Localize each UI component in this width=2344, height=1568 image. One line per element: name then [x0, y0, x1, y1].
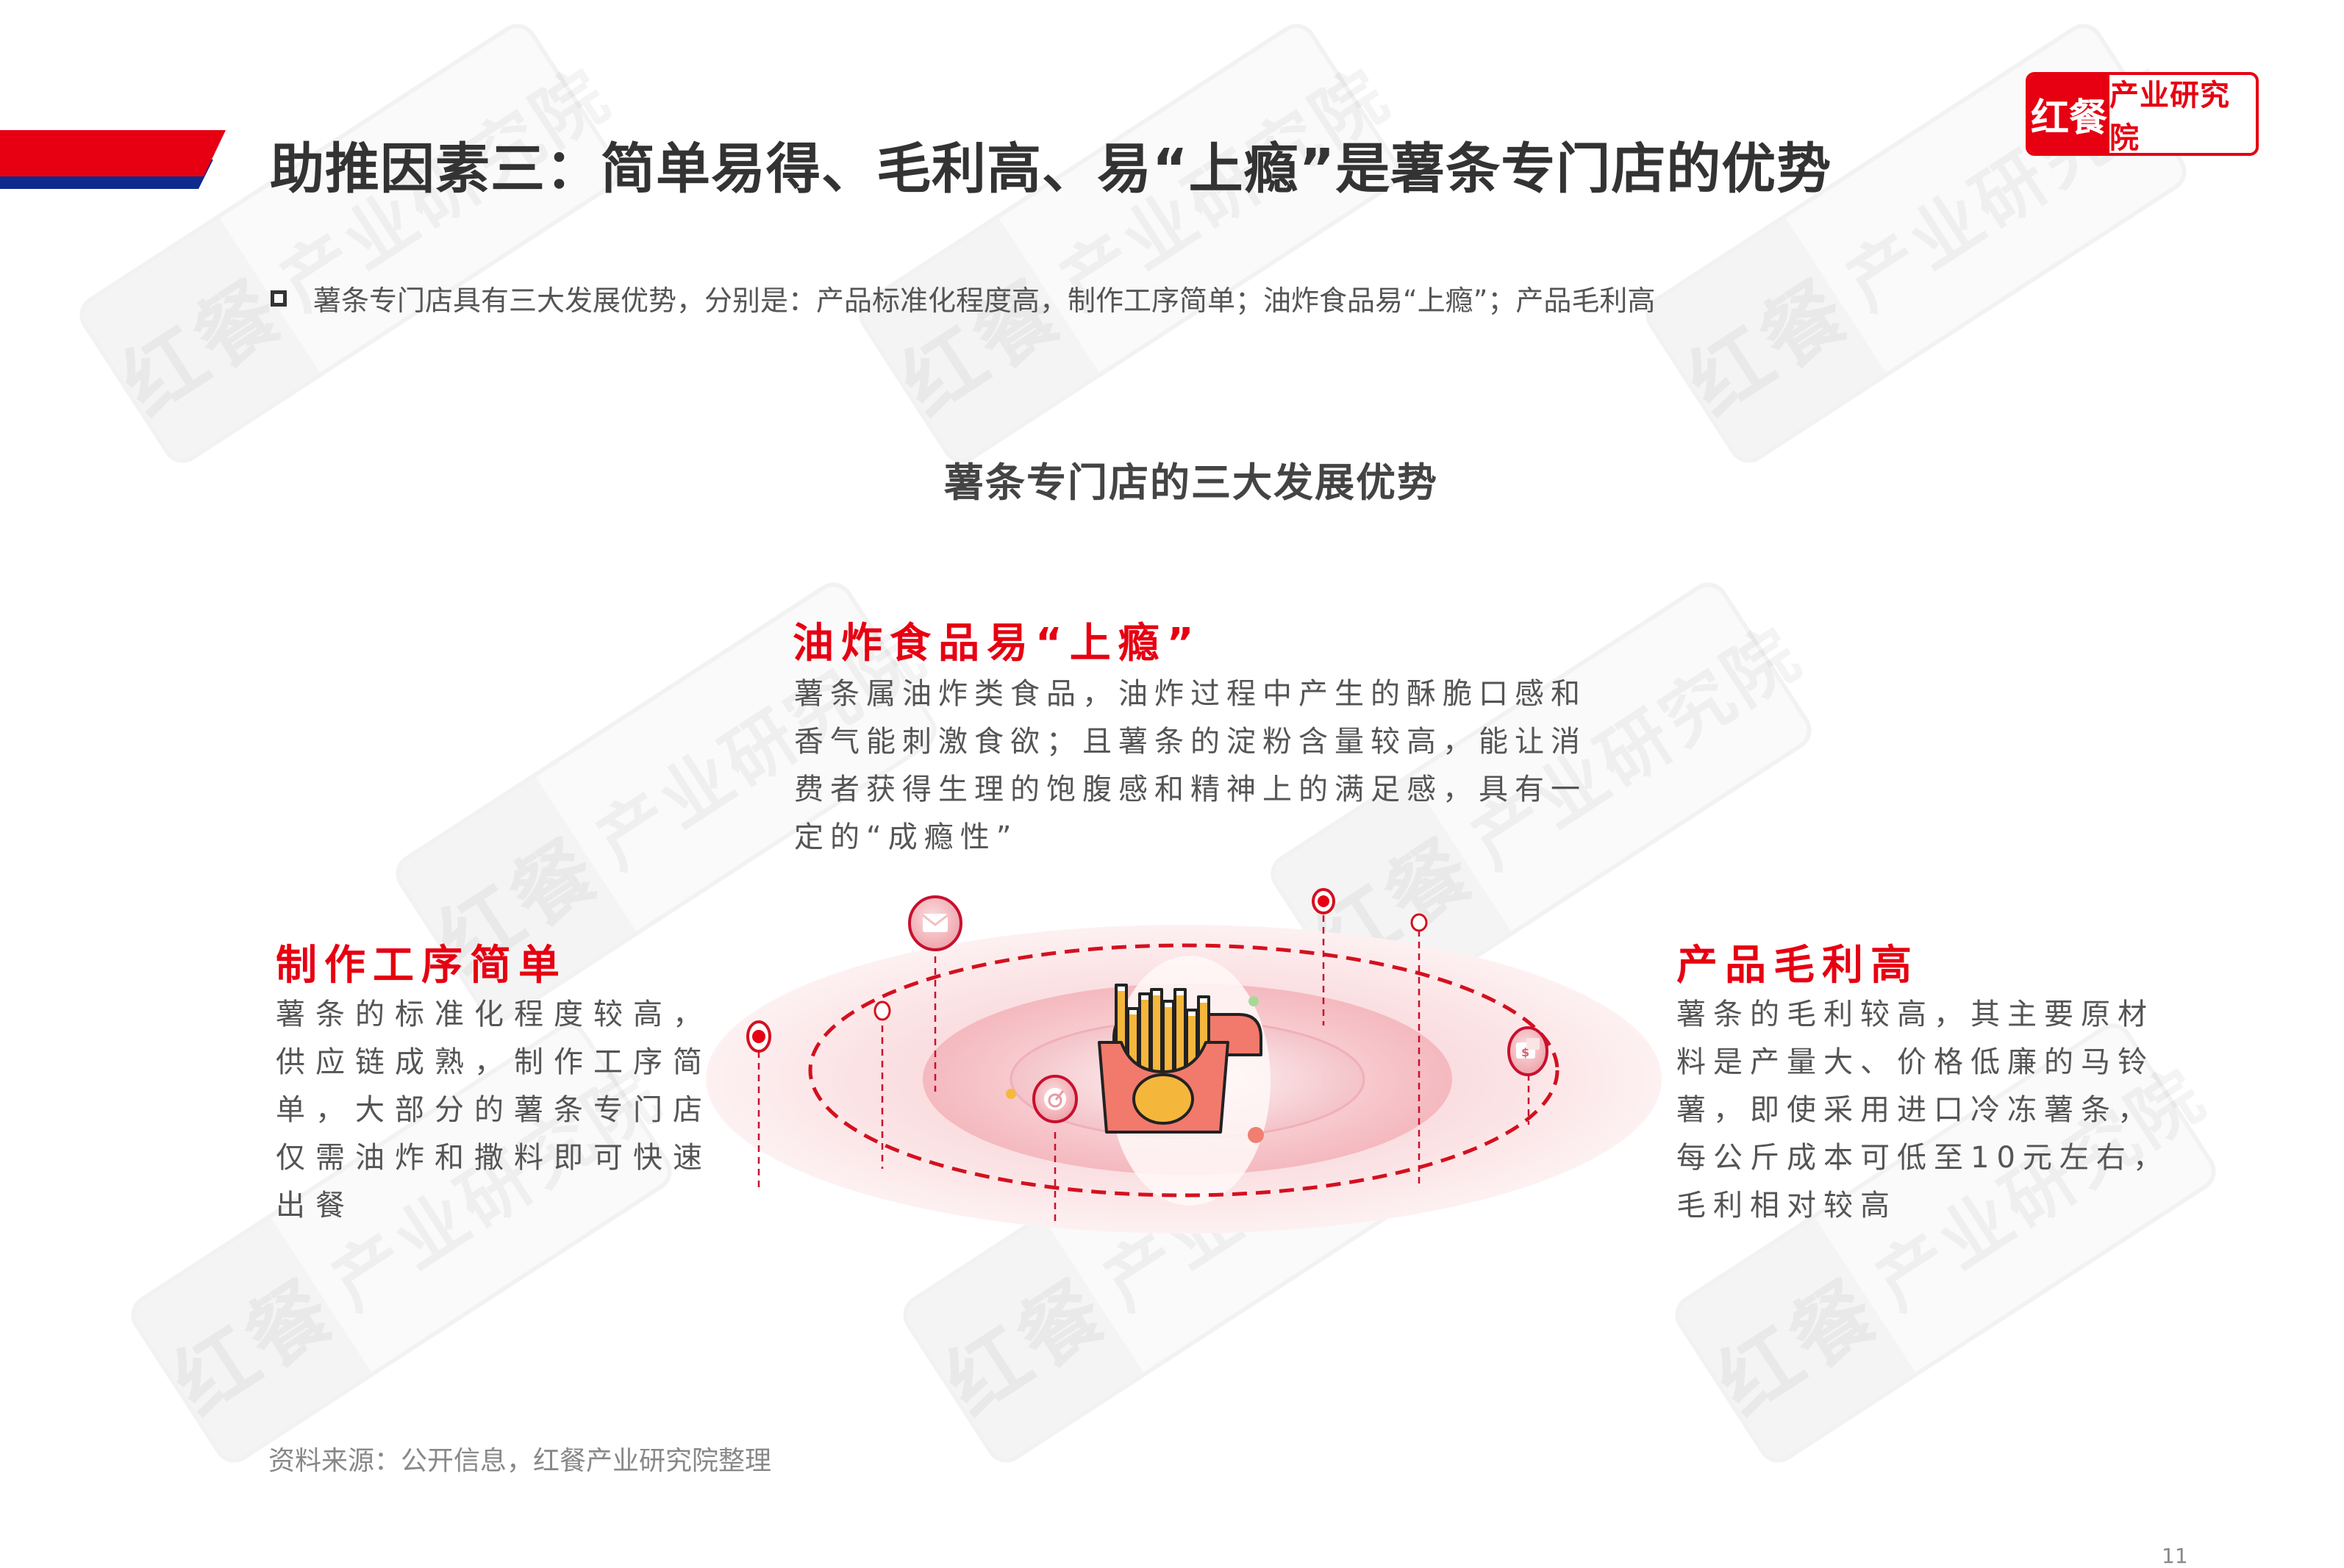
watermark-brand: 红餐 [901, 1218, 1143, 1464]
desc-line: 香气能刺激食欲；且薯条的淀粉含量较高，能让消 [794, 725, 1587, 759]
page-number: 11 [2162, 1544, 2188, 1568]
desc-line: 费者获得生理的饱腹感和精神上的满足感，具有一 [794, 773, 1587, 806]
logo-text: 产业研究院 [2109, 79, 2230, 155]
desc-line: 仅需油炸和撒料即可快速 [276, 1141, 712, 1175]
desc-line: 单，大部分的薯条专门店 [276, 1093, 712, 1127]
watermark-brand: 红餐 [1644, 218, 1886, 465]
desc-line: 薯，即使采用进口冷冻薯条， [1676, 1093, 2154, 1127]
mail-icon [908, 895, 962, 951]
advantage-diagram: $ [706, 888, 1662, 1234]
watermark-brand: 红餐 [1673, 1218, 1915, 1464]
desc-line: 每公斤成本可低至10元左右， [1676, 1141, 2170, 1175]
pin-marker [1410, 913, 1428, 932]
desc-line: 定的“成瘾性” [794, 820, 1018, 854]
watermark: 红餐产业研究院 [851, 16, 1408, 470]
advantage-heading-high-margin: 产品毛利高 [1676, 942, 1919, 989]
brand-logo: 红餐 产业研究院 [2026, 72, 2259, 156]
svg-text:$: $ [1521, 1045, 1529, 1059]
desc-line: 料是产量大、价格低廉的马铃 [1676, 1045, 2154, 1079]
pin-marker [746, 1020, 771, 1053]
advantage-desc-simple-process: 薯条的标准化程度较高， 供应链成熟，制作工序简 单，大部分的薯条专门店 仅需油炸… [276, 991, 712, 1230]
hollow-square-bullet-icon [271, 290, 287, 307]
watermark-brand: 红餐 [129, 1218, 371, 1464]
desc-line: 出餐 [276, 1189, 355, 1222]
logo-brand: 红餐 [2029, 75, 2109, 153]
page-title: 助推因素三：简单易得、毛利高、易“上瘾”是薯条专门店的优势 [270, 137, 1832, 201]
watermark-brand: 红餐 [78, 218, 320, 465]
advantage-desc-high-margin: 薯条的毛利较高，其主要原材 料是产量大、价格低廉的马铃 薯，即使采用进口冷冻薯条… [1676, 991, 2170, 1230]
french-fries-icon [1098, 984, 1262, 1134]
money-chat-icon: $ [1507, 1026, 1548, 1076]
summary-bullet: 薯条专门店具有三大发展优势，分别是：产品标准化程度高，制作工序简单；油炸食品易“… [271, 278, 1655, 318]
diagram-title: 薯条专门店的三大发展优势 [944, 459, 1438, 506]
desc-line: 薯条的标准化程度较高， [276, 998, 712, 1031]
pin-marker [1312, 888, 1335, 914]
advantage-heading-simple-process: 制作工序简单 [276, 942, 567, 989]
header-accent-bar [0, 130, 226, 189]
watermark-brand: 红餐 [857, 218, 1099, 465]
desc-line: 毛利相对较高 [1676, 1189, 1897, 1222]
desc-line: 薯条的毛利较高，其主要原材 [1676, 998, 2154, 1031]
desc-line: 薯条属油炸类食品，油炸过程中产生的酥脆口感和 [794, 677, 1587, 711]
pin-marker [873, 1000, 891, 1021]
summary-text: 薯条专门店具有三大发展优势，分别是：产品标准化程度高，制作工序简单；油炸食品易“… [313, 284, 1656, 317]
desc-line: 供应链成熟，制作工序简 [276, 1045, 712, 1079]
target-icon [1032, 1075, 1078, 1123]
advantage-heading-addictive: 油炸食品易“上瘾” [793, 620, 1201, 667]
advantage-desc-addictive: 薯条属油炸类食品，油炸过程中产生的酥脆口感和 香气能刺激食欲；且薯条的淀粉含量较… [794, 670, 1587, 862]
source-note: 资料来源：公开信息，红餐产业研究院整理 [268, 1446, 772, 1476]
